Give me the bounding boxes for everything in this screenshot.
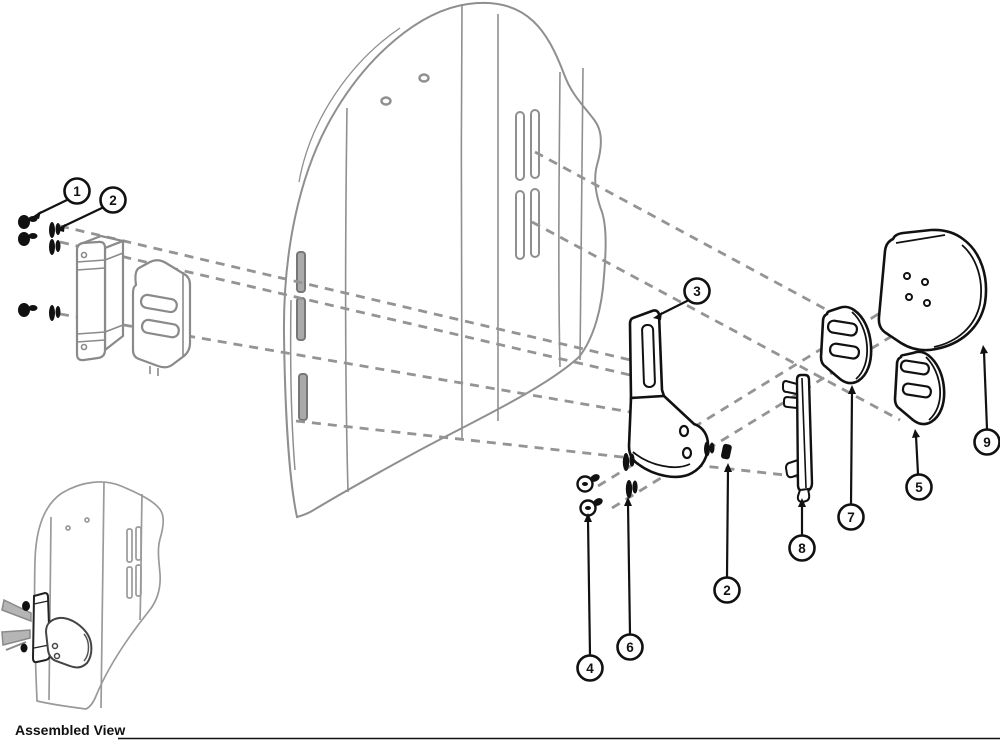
left-receiver-clamp	[131, 259, 192, 376]
clamp-part-5	[893, 350, 946, 426]
shell-edge-slot	[298, 373, 308, 421]
mini-hardware	[1, 591, 93, 669]
callout-9: 9	[973, 428, 1000, 456]
screw-head	[18, 303, 30, 317]
callout-4: 4	[576, 654, 604, 682]
washer	[49, 222, 55, 238]
pad-hole	[905, 293, 913, 301]
callout-2a: 2	[99, 186, 127, 214]
callout-5-number: 5	[915, 480, 923, 495]
shell-seam	[460, 3, 463, 440]
callouts: 1 2 3 4 6 2 7 8	[63, 177, 1000, 682]
callout-6: 6	[616, 633, 644, 661]
shell-outline	[282, 1, 607, 519]
assembled-view-label: Assembled View	[15, 722, 125, 738]
left-mount-bracket	[75, 234, 127, 362]
left-fasteners	[18, 215, 61, 321]
callout-2a-number: 2	[109, 193, 117, 208]
shell-slot	[530, 109, 540, 179]
nuts-6	[622, 453, 638, 498]
shell-hole	[418, 73, 430, 83]
pad-hole	[921, 278, 929, 286]
callout-1-number: 1	[73, 184, 81, 199]
backrest-shell	[282, 1, 607, 519]
callout-1: 1	[63, 177, 91, 205]
shell-seam	[579, 67, 584, 361]
callout-3: 3	[683, 277, 711, 305]
callout-7-number: 7	[847, 510, 855, 525]
callout-2b: 2	[713, 576, 741, 604]
shell-seam	[496, 13, 499, 422]
shell-seam	[344, 107, 349, 493]
callout-leaders	[32, 198, 989, 656]
callout-8: 8	[788, 534, 816, 562]
washer	[49, 305, 55, 321]
mini-shell-outline	[33, 481, 165, 710]
callout-3-number: 3	[693, 284, 701, 299]
shell-seam	[558, 71, 561, 368]
mount-bracket-part-3	[627, 309, 710, 479]
callout-7: 7	[837, 503, 865, 531]
shell-edge-slot	[296, 297, 306, 341]
washer-screw-2	[704, 441, 732, 460]
callout-9-number: 9	[983, 435, 991, 450]
bracket-hole	[678, 424, 690, 438]
bracket-hole	[681, 446, 693, 460]
shell-edge-slot	[296, 251, 306, 293]
callout-4-number: 4	[586, 661, 594, 676]
callout-2b-number: 2	[723, 583, 731, 598]
screw-4	[576, 474, 603, 517]
clamp-part-7	[819, 305, 873, 385]
screw-head	[18, 232, 30, 246]
washer	[49, 239, 55, 255]
pad-hole	[923, 299, 931, 307]
center-fasteners	[576, 441, 732, 517]
callout-8-number: 8	[798, 541, 806, 556]
shell-hole	[380, 96, 392, 106]
callout-6-number: 6	[626, 640, 634, 655]
shell-slot	[515, 111, 525, 181]
screw-head	[18, 215, 30, 229]
assembled-view-inset	[1, 481, 165, 710]
pad-part-9	[877, 228, 988, 352]
pad-hole	[903, 272, 911, 280]
strap-part-8	[782, 373, 814, 504]
shell-slot	[515, 190, 525, 260]
callout-5: 5	[905, 473, 933, 501]
shell-slot	[530, 188, 540, 258]
